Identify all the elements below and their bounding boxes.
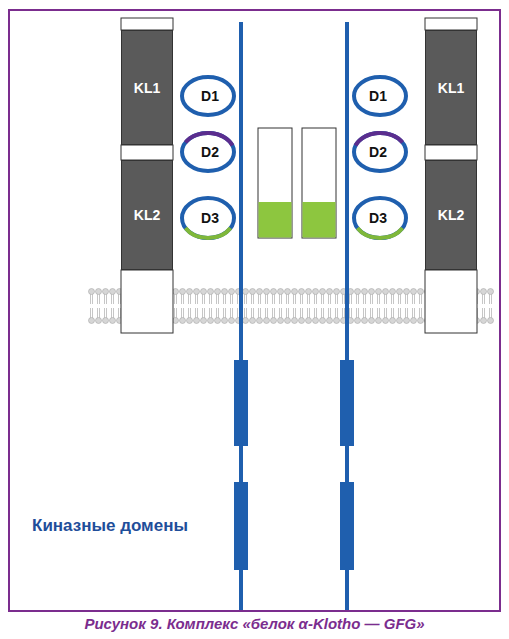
domain-label: D1 xyxy=(369,88,387,104)
receptor-ig-domain: D3 xyxy=(178,195,242,241)
receptor-ig-domain: D2 xyxy=(178,130,242,174)
klotho-tm xyxy=(121,270,173,333)
domain-arc xyxy=(186,133,233,145)
domain-arc xyxy=(358,228,403,238)
domain-label: KL2 xyxy=(438,207,464,223)
domain-label: KL2 xyxy=(134,207,160,223)
annotation-label: Киназные домены xyxy=(30,516,190,536)
fgf-ligand xyxy=(259,202,292,238)
frame xyxy=(9,10,500,611)
domain-outline xyxy=(182,77,234,115)
domain-outline xyxy=(182,133,234,171)
domain-arc xyxy=(356,133,403,145)
klotho-tm xyxy=(425,270,477,333)
domain-arc xyxy=(186,228,231,238)
fgf-ligand xyxy=(303,202,336,238)
domain-label: D2 xyxy=(201,144,219,160)
figure-caption: Рисунок 9. Комплекс «белок α-Klotho — GF… xyxy=(0,615,509,632)
domain-outline xyxy=(182,198,234,238)
domain-label: KL1 xyxy=(134,80,160,96)
domain-label: D3 xyxy=(369,210,387,226)
receptor-ig-domain: D1 xyxy=(178,74,242,118)
fgf-ligand xyxy=(258,128,292,238)
receptor-ig-domain: D2 xyxy=(346,130,410,174)
klotho-cap xyxy=(121,18,173,30)
klotho-linker xyxy=(121,145,173,160)
receptor-ig-domain: D3 xyxy=(346,195,410,241)
klotho-cap xyxy=(425,18,477,30)
domain-outline xyxy=(354,133,406,171)
kinase-domain xyxy=(234,482,248,570)
kinase-domain xyxy=(234,360,248,446)
fgf-ligand xyxy=(302,128,336,238)
domain-label: KL1 xyxy=(438,80,464,96)
domain-label: D2 xyxy=(369,144,387,160)
domain-label: D3 xyxy=(201,210,219,226)
domain-label: D1 xyxy=(201,88,219,104)
klotho-domain: KL1 xyxy=(425,30,477,145)
domain-outline xyxy=(354,77,406,115)
domain-outline xyxy=(354,198,406,238)
klotho-domain: KL1 xyxy=(121,30,173,145)
klotho-linker xyxy=(425,145,477,160)
kinase-domain xyxy=(340,360,354,446)
klotho-domain: KL2 xyxy=(425,160,477,270)
kinase-domain xyxy=(340,482,354,570)
receptor-ig-domain: D1 xyxy=(346,74,410,118)
klotho-domain: KL2 xyxy=(121,160,173,270)
